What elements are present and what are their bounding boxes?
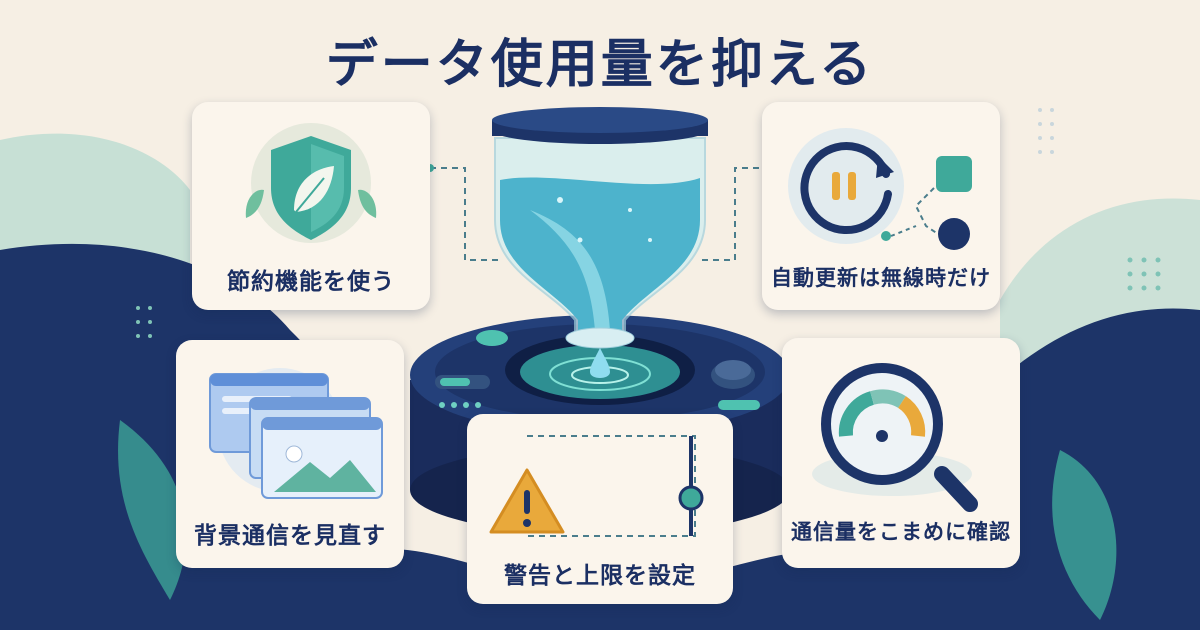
page-title: データ使用量を抑える [325, 35, 875, 95]
card-label: 自動更新は無線時だけ [771, 266, 991, 290]
decorative-dots-left [136, 306, 152, 338]
card-label: 警告と上限を設定 [504, 563, 696, 589]
card-warning: 警告と上限を設定 [467, 414, 733, 604]
leaf-shield-icon [245, 123, 377, 243]
card-auto-update: 自動更新は無線時だけ [762, 102, 1000, 310]
card-label: 節約機能を使う [227, 269, 395, 295]
app-windows-icon [209, 368, 383, 499]
decorative-dots-right [1127, 257, 1161, 291]
magnifier-gauge-icon [812, 363, 978, 512]
decorative-dots [1038, 108, 1054, 154]
card-save-mode: 節約機能を使う [192, 102, 430, 310]
card-background: 背景通信を見直す [176, 340, 404, 568]
card-check-usage: 通信量をこまめに確認 [782, 338, 1020, 568]
pause-refresh-icon [788, 128, 972, 250]
warning-icon [489, 435, 704, 537]
card-label: 通信量をこまめに確認 [791, 520, 1011, 544]
funnel-device-illustration [410, 107, 790, 530]
card-label: 背景通信を見直す [194, 523, 386, 549]
